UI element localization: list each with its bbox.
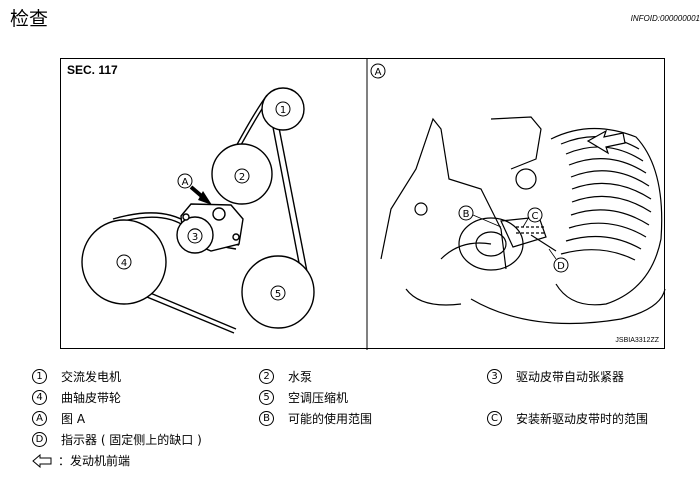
legend-symbol: 3 xyxy=(487,369,502,384)
legend-item-1: 1 交流发电机 xyxy=(32,368,121,385)
page-title: 检查 xyxy=(10,8,49,30)
legend-item-B: B 可能的使用范围 xyxy=(259,410,372,427)
legend-text: 指示器 ( 固定侧上的缺口 ) xyxy=(61,433,202,447)
legend-text: 曲轴皮带轮 xyxy=(61,391,122,405)
legend-item-2: 2 水泵 xyxy=(259,368,312,385)
legend-arrow-text: ：发动机前端 xyxy=(58,454,131,468)
tensioner-pivot xyxy=(212,207,226,221)
figure-code: JSBIA3312ZZ xyxy=(615,337,659,344)
callout-D-text: D xyxy=(557,261,565,272)
callout-1 xyxy=(275,101,291,117)
legend-symbol: 1 xyxy=(32,369,47,384)
detail-drawing xyxy=(380,116,666,325)
callout-5 xyxy=(270,285,286,301)
callout-B xyxy=(458,205,474,221)
legend-text: 水泵 xyxy=(288,370,313,384)
belt-diagram-figure: 1 2 3 4 5 A A xyxy=(60,58,666,350)
legend-symbol: 5 xyxy=(259,390,274,405)
legend-item-A: A 图 A xyxy=(32,410,85,427)
callout-4 xyxy=(116,254,132,270)
legend-text: 驱动皮带自动张紧器 xyxy=(516,370,625,384)
legend-symbol: 2 xyxy=(259,369,274,384)
callout-A xyxy=(177,173,193,189)
engine-front-arrow-icon xyxy=(32,453,52,468)
callout-A-text: A xyxy=(182,177,189,188)
legend-item-5: 5 空调压缩机 xyxy=(259,389,348,406)
callout-2 xyxy=(234,168,250,184)
callout-leaders xyxy=(472,214,557,260)
legend-item-4: 4 曲轴皮带轮 xyxy=(32,389,121,406)
legend-item-C: C 安装新驱动皮带时的范围 xyxy=(487,410,648,427)
legend-text: 空调压缩机 xyxy=(288,391,349,405)
section-label: SEC. 117 xyxy=(67,63,118,77)
bolt-head-1 xyxy=(515,168,537,190)
callout-D xyxy=(553,257,569,273)
legend-symbol: A xyxy=(32,411,47,426)
lower-housing xyxy=(470,288,666,325)
callout-C-text: C xyxy=(532,211,539,222)
engine-front-arrow-figure xyxy=(586,129,626,155)
legend-item-3: 3 驱动皮带自动张紧器 xyxy=(487,368,624,385)
tensioner-bolt xyxy=(232,233,240,241)
callout-C xyxy=(527,207,543,223)
info-id: INFOID:000000001 xyxy=(630,14,700,23)
indicator-line xyxy=(530,234,557,252)
legend-text: 安装新驱动皮带时的范围 xyxy=(516,412,649,426)
callout-5-text: 5 xyxy=(275,289,281,300)
callout-3-text: 3 xyxy=(192,232,198,243)
pulley-ribs xyxy=(560,136,652,261)
legend-item-D: D 指示器 ( 固定侧上的缺口 ) xyxy=(32,431,202,448)
legend-symbol: D xyxy=(32,432,47,447)
range-marks xyxy=(516,226,546,234)
legend-text: 图 A xyxy=(61,412,86,426)
belt-diagram-svg: 1 2 3 4 5 A A xyxy=(81,59,666,350)
panel-a-marker: A xyxy=(370,63,386,79)
legend-text: 交流发电机 xyxy=(61,370,122,384)
indicator-bracket xyxy=(500,216,547,248)
bolt-head-2 xyxy=(414,202,428,216)
callout-2-text: 2 xyxy=(239,172,245,183)
legend-text: 可能的使用范围 xyxy=(288,412,373,426)
callout-4-text: 4 xyxy=(121,258,127,269)
legend-item-arrow: ：发动机前端 xyxy=(32,452,130,469)
tensioner-bolt-2 xyxy=(182,213,190,221)
tensioner-detail-hub xyxy=(475,231,507,257)
callouts-right xyxy=(458,205,569,273)
callout-B-text: B xyxy=(463,209,470,220)
view-a-arrow xyxy=(189,185,212,205)
legend-symbol: C xyxy=(487,411,502,426)
legend-symbol: 4 xyxy=(32,390,47,405)
legend-symbol: B xyxy=(259,411,274,426)
panel-a-label: A xyxy=(375,67,382,78)
housing-curves xyxy=(405,242,492,306)
housing-left xyxy=(380,117,507,270)
housing-top xyxy=(490,116,542,170)
callout-1-text: 1 xyxy=(280,105,286,116)
callouts-left xyxy=(116,101,291,301)
callout-3 xyxy=(187,228,203,244)
ribbed-pulley-outline xyxy=(550,127,663,306)
